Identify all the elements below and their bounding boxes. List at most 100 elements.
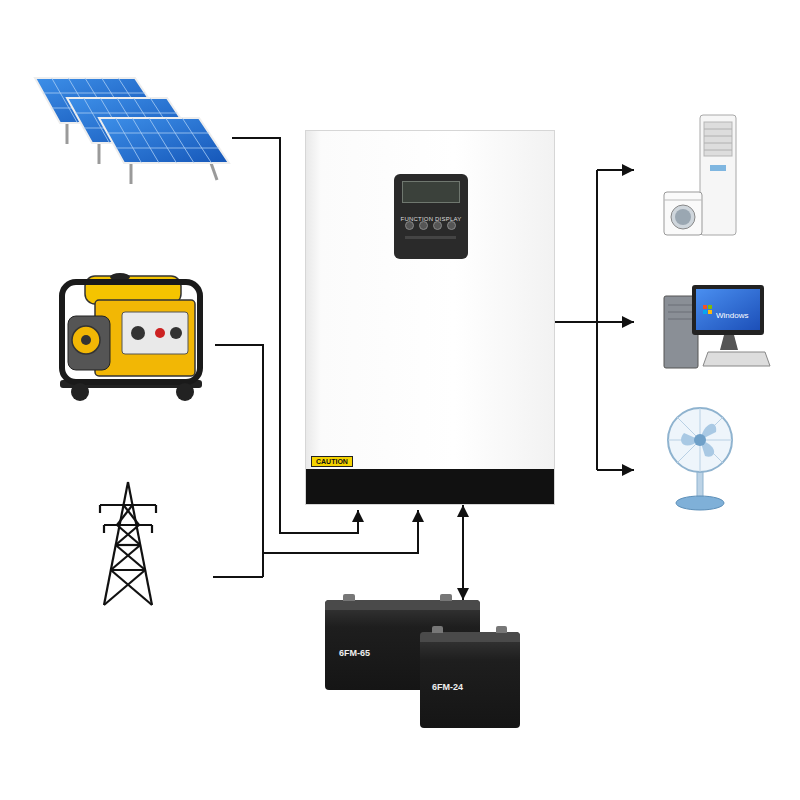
inverter-unit: FUNCTION DISPLAY CAUTION bbox=[305, 130, 555, 505]
computer bbox=[703, 310, 707, 314]
generator bbox=[155, 328, 165, 338]
wire bbox=[215, 345, 263, 577]
power-tower bbox=[117, 505, 133, 525]
solar-panels bbox=[99, 118, 229, 184]
generator bbox=[170, 327, 182, 339]
solar-panels bbox=[99, 118, 229, 163]
battery-model: 6FM-24 bbox=[432, 682, 463, 692]
wire bbox=[597, 169, 634, 171]
fan bbox=[668, 408, 732, 472]
power-tower bbox=[99, 505, 101, 513]
battery-terminal bbox=[440, 594, 452, 601]
generator bbox=[131, 326, 145, 340]
power-tower bbox=[104, 524, 152, 526]
computer bbox=[668, 305, 694, 306]
solar-panels bbox=[98, 143, 101, 164]
fan bbox=[677, 417, 723, 463]
os-label: Windows bbox=[716, 304, 748, 322]
washing-machine bbox=[664, 200, 702, 201]
button bbox=[419, 221, 428, 230]
battery-model: 6FM-65 bbox=[339, 642, 370, 660]
solar-panels bbox=[166, 118, 194, 163]
battery: 6FM-24 bbox=[420, 632, 520, 728]
solar-panels bbox=[130, 163, 133, 184]
generator bbox=[122, 312, 188, 354]
power-tower bbox=[100, 504, 156, 506]
generator bbox=[71, 383, 89, 401]
power-tower bbox=[100, 482, 156, 605]
computer bbox=[703, 352, 770, 366]
air-conditioner bbox=[704, 122, 732, 156]
computer bbox=[668, 305, 694, 319]
power-tower bbox=[111, 545, 141, 570]
battery-terminal bbox=[343, 594, 355, 601]
computer bbox=[664, 285, 770, 368]
fan bbox=[668, 408, 732, 510]
computer bbox=[668, 319, 694, 320]
solar-panels bbox=[66, 123, 69, 144]
fan bbox=[668, 408, 732, 472]
os-label: Windows bbox=[716, 311, 748, 320]
solar-panels bbox=[132, 118, 159, 163]
panel-label: FUNCTION DISPLAY bbox=[394, 207, 468, 225]
wire bbox=[596, 170, 598, 470]
panel-label: FUNCTION DISPLAY bbox=[401, 216, 462, 222]
power-tower bbox=[103, 525, 105, 533]
computer bbox=[668, 312, 694, 313]
wire bbox=[597, 469, 634, 471]
solar-panels bbox=[211, 163, 217, 180]
lcd-screen bbox=[402, 181, 460, 203]
indicator-strip bbox=[405, 236, 456, 239]
button bbox=[447, 221, 456, 230]
fan bbox=[694, 434, 706, 446]
solar-panels bbox=[149, 118, 177, 163]
air-conditioner bbox=[704, 143, 732, 144]
caution-sticker: CAUTION bbox=[311, 450, 353, 468]
battery-lid bbox=[420, 632, 520, 642]
computer bbox=[696, 289, 760, 330]
solar-panels bbox=[107, 118, 219, 163]
fan bbox=[677, 417, 723, 463]
generator bbox=[81, 335, 91, 345]
power-tower bbox=[111, 569, 145, 571]
button bbox=[433, 221, 442, 230]
power-tower bbox=[116, 544, 141, 546]
battery-model: 6FM-24 bbox=[432, 676, 463, 694]
wire bbox=[213, 576, 263, 578]
fan bbox=[676, 496, 724, 510]
connector-arrow bbox=[462, 505, 464, 600]
wire bbox=[555, 321, 597, 323]
solar-panels bbox=[35, 78, 229, 184]
generator bbox=[60, 273, 202, 401]
air-conditioner bbox=[704, 136, 732, 137]
generator bbox=[62, 282, 200, 382]
power-tower bbox=[111, 570, 152, 605]
power-tower bbox=[116, 545, 146, 570]
washing-machine bbox=[671, 205, 695, 229]
power-tower bbox=[151, 525, 153, 533]
battery-lid bbox=[325, 600, 480, 610]
air-conditioner bbox=[704, 129, 732, 130]
battery-model: 6FM-65 bbox=[339, 648, 370, 658]
washing-machine bbox=[675, 209, 691, 225]
caution-sticker: CAUTION bbox=[311, 456, 353, 467]
computer bbox=[708, 310, 712, 314]
air-conditioner bbox=[700, 115, 736, 235]
air-conditioner bbox=[710, 165, 726, 171]
computer bbox=[692, 285, 764, 335]
air-conditioner bbox=[704, 129, 732, 150]
generator bbox=[176, 383, 194, 401]
computer bbox=[708, 305, 712, 309]
solar-panels bbox=[182, 118, 211, 163]
battery-terminal bbox=[432, 626, 443, 633]
air-conditioner bbox=[700, 115, 736, 235]
button bbox=[405, 221, 414, 230]
power-tower bbox=[155, 505, 157, 513]
wire bbox=[597, 321, 634, 323]
inverter-base bbox=[306, 469, 554, 504]
washing-machine bbox=[664, 192, 702, 235]
power-tower bbox=[104, 570, 145, 605]
power-tower bbox=[116, 525, 139, 545]
washing-machine bbox=[664, 192, 702, 235]
